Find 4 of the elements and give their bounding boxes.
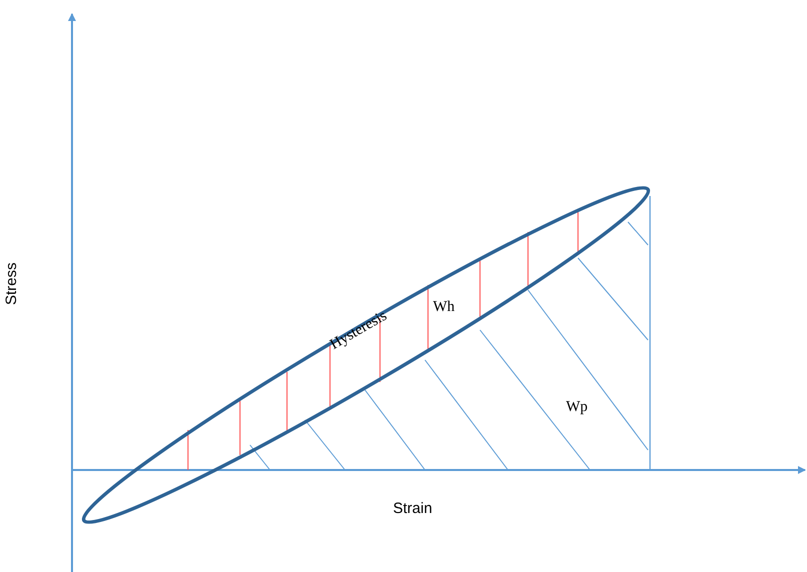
axis-title: Stress <box>4 262 19 305</box>
region-label: Wh <box>433 300 455 315</box>
axis-title: Strain <box>393 501 432 516</box>
region-label: Wp <box>566 400 588 415</box>
